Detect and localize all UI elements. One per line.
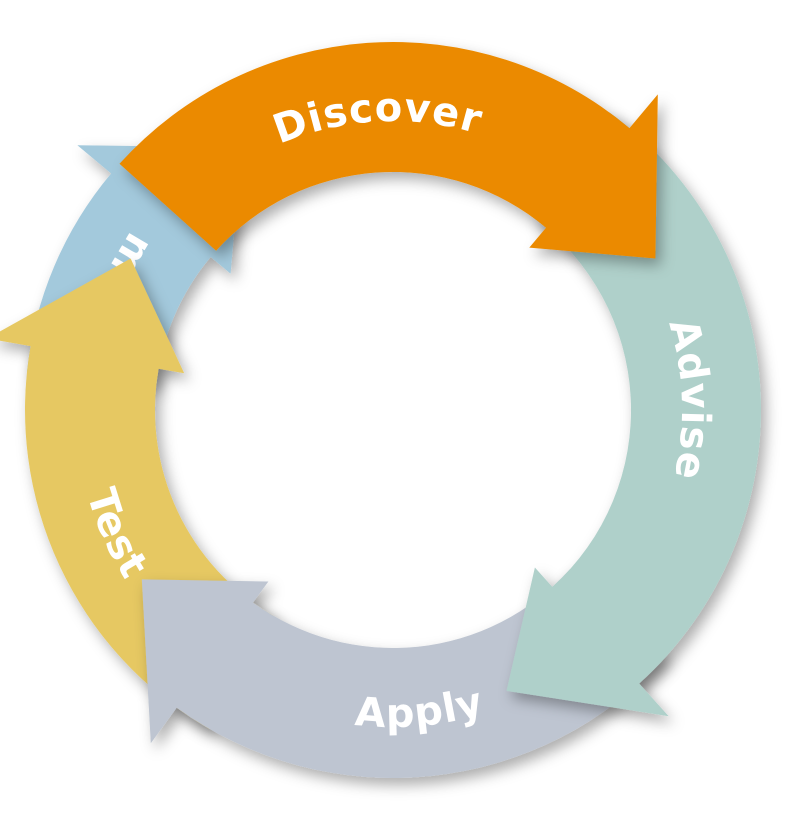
arrow-segment [506, 112, 761, 717]
arrow-segment [119, 42, 658, 259]
stage-advise: Advise [506, 112, 761, 717]
cycle-segments: CommunicateTestApplyAdviseDiscover [0, 42, 761, 778]
stage-discover: Discover [119, 42, 658, 259]
